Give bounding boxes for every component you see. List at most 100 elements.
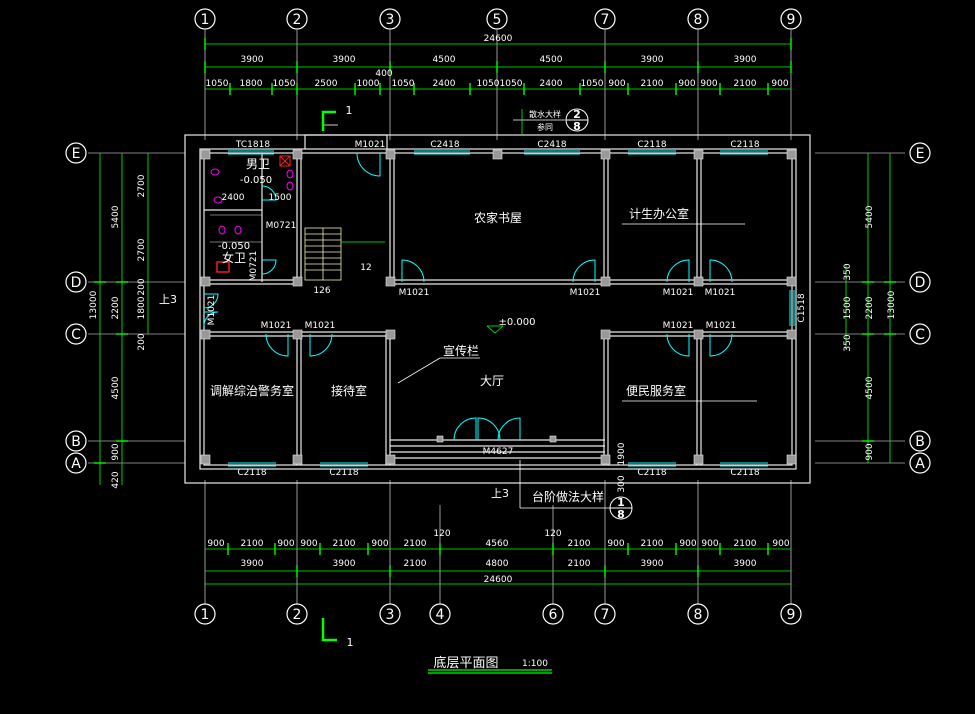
axis-top-9: 9 (787, 12, 796, 28)
element-labels: TC1818 M1021 C2418 C2418 C2118 C2118 M10… (159, 104, 807, 649)
label-m0721-b: M0721 (249, 251, 259, 282)
dim-top-detail-15: 900 (678, 79, 695, 89)
dim-right-mid-1: 5400 (865, 205, 875, 228)
mens-exhaust-icon (279, 155, 291, 167)
level-mens-wc: -0.050 (240, 175, 272, 186)
level-marks: -0.050 -0.050 ±0.000 (218, 175, 536, 328)
label-c2418-a: C2418 (430, 140, 459, 150)
label-m1021-d2: M1021 (570, 288, 601, 298)
urinal-icon (210, 168, 220, 176)
axis-top-3: 3 (386, 12, 395, 28)
dim-top-detail-9: 1050 (477, 79, 500, 89)
dim-top-bay-4: 4500 (540, 55, 563, 65)
label-c2118-b2: C2118 (329, 468, 358, 478)
label-stair-up: 12 (360, 263, 371, 273)
dim-right-inner-1: 350 (843, 263, 853, 280)
dim-bottom-detail-5: 2100 (333, 539, 356, 549)
dim-right-inner-2: 1500 (843, 296, 853, 319)
axis-bottom-1: 1 (201, 607, 210, 623)
axis-bottom-3: 3 (386, 607, 395, 623)
dim-right-inner-3: 350 (843, 334, 853, 351)
dim-bottom-detail-15: 900 (701, 539, 718, 549)
label-c2118-b1: C2118 (237, 468, 266, 478)
walls (184, 134, 811, 484)
label-m1021-top: M1021 (355, 140, 386, 150)
dimension-lines (99, 43, 891, 585)
dim-top-bay-2: 3900 (333, 55, 356, 65)
dim-top-detail-8: 2400 (433, 79, 456, 89)
section-marks (321, 110, 337, 642)
stair (304, 227, 385, 281)
axis-top-8: 8 (694, 12, 703, 28)
label-section-bottom: 1 (347, 636, 354, 649)
room-reception: 接待室 (331, 383, 367, 398)
dim-bottom-bay-2: 3900 (333, 559, 356, 569)
dim-top-detail-3: 1050 (273, 79, 296, 89)
axis-right-B: B (915, 434, 925, 450)
label-section-top: 1 (346, 104, 353, 117)
dim-left-inner-3: 200 (137, 278, 147, 295)
dim-bottom-detail-8: 120 (433, 529, 450, 539)
dim-bottom-detail-17: 900 (772, 539, 789, 549)
axis-bottom-4: 4 (436, 607, 445, 623)
dim-top-bay-1: 3900 (241, 55, 264, 65)
dim-bottom-detail-14: 900 (679, 539, 696, 549)
dim-bottom-bay-6: 3900 (641, 559, 664, 569)
label-ramp-bottom: 上3 (491, 487, 509, 500)
dim-top-detail-10: 1050 (500, 79, 523, 89)
label-step-top: 1 (617, 496, 625, 509)
dim-top-detail-7: 1050 (392, 79, 415, 89)
leader-lines (322, 109, 757, 509)
dimension-texts: 24600 3900 3900 4500 4500 3900 3900 1050… (206, 34, 790, 585)
label-m1021-d4: M1021 (705, 288, 736, 298)
dim-top-detail-11: 2400 (540, 79, 563, 89)
label-c2118-te1: C2118 (637, 140, 666, 150)
axis-bottom-7: 7 (601, 607, 610, 623)
dim-bottom-detail-2: 2100 (241, 539, 264, 549)
axis-bottom-6: 6 (549, 607, 558, 623)
bulletin-board-label: 宣传栏 (443, 343, 479, 358)
dim-left-inner-2: 2700 (137, 238, 147, 261)
doors (203, 152, 733, 441)
room-service: 便民服务室 (626, 383, 686, 398)
dim-bottom-detail-11: 2100 (568, 539, 591, 549)
dim-bottom-detail-13: 2100 (641, 539, 664, 549)
dim-left-mid-1: 5400 (111, 205, 121, 228)
level-womens-wc: -0.050 (218, 241, 250, 252)
axis-bottom-8: 8 (694, 607, 703, 623)
dim-top-bay-3: 4500 (433, 55, 456, 65)
dim-left-mid-4: 900 (111, 443, 121, 460)
label-m1021-c3: M1021 (663, 321, 694, 331)
axis-right-C: C (915, 327, 925, 343)
drawing-title-text: 底层平面图 (433, 655, 498, 671)
dim-top-detail-6: 400 (375, 69, 392, 79)
dim-bottom-detail-10: 120 (544, 529, 561, 539)
dim-bottom-detail-1: 900 (207, 539, 224, 549)
room-names: 农家书屋 计生办公室 男卫 女卫 调解综治警务室 接待室 大厅 便民服务室 宣传… (210, 157, 689, 398)
drawing-scale-text: 1:100 (522, 659, 548, 669)
axis-left-D: D (71, 275, 82, 291)
axis-top-5: 5 (493, 12, 502, 28)
label-c2418-b: C2418 (537, 140, 566, 150)
label-m1021-side: M1021 (207, 295, 217, 326)
toilet-icon (213, 196, 223, 204)
dim-left-inner-1: 2700 (137, 174, 147, 197)
dim-top-detail-16: 900 (700, 79, 717, 89)
windows (228, 150, 795, 467)
label-c1518: C1518 (797, 293, 807, 322)
dim-bottom-bay-4: 4800 (486, 559, 509, 569)
dim-bottom-bay-5: 2100 (568, 559, 591, 569)
dim-left-mid-5: 420 (111, 471, 121, 488)
label-m1021-d3: M1021 (663, 288, 694, 298)
dim-top-detail-4: 2500 (315, 79, 338, 89)
dim-top-detail-17: 2100 (734, 79, 757, 89)
dim-top-bay-6: 3900 (734, 55, 757, 65)
label-m4627: M4627 (483, 447, 514, 457)
room-family-planning: 计生办公室 (629, 206, 689, 221)
label-c2118-b4: C2118 (730, 468, 759, 478)
drawing-title: 底层平面图 1:100 (428, 655, 552, 674)
dim-bottom-bay-3: 2100 (404, 559, 427, 569)
label-1900: 1900 (617, 442, 627, 465)
